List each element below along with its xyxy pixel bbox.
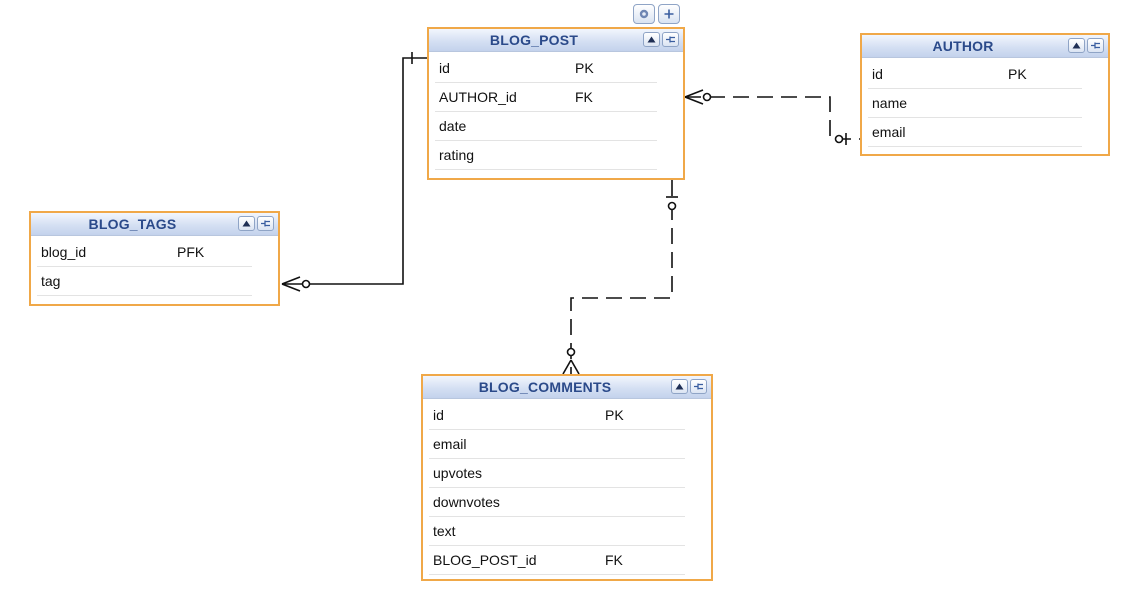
field-name: rating (439, 147, 475, 163)
field-key: PFK (177, 244, 205, 260)
field-name: blog_id (41, 244, 87, 260)
field-name: id (872, 66, 883, 82)
triangle-up-icon[interactable] (238, 216, 255, 231)
field-name: AUTHOR_id (439, 89, 517, 105)
gear-icon[interactable] (633, 4, 655, 24)
field-list: blog_id PFK tag (37, 238, 252, 296)
plus-icon[interactable] (658, 4, 680, 24)
entity-header[interactable]: BLOG_POST (429, 29, 683, 52)
entity-toolbar (633, 4, 680, 24)
field-name: name (872, 95, 908, 111)
field-row[interactable]: downvotes (429, 488, 685, 517)
field-name: id (433, 407, 444, 423)
entity-header[interactable]: BLOG_COMMENTS (423, 376, 711, 399)
field-row[interactable]: id PK (435, 54, 657, 83)
field-name: email (872, 124, 906, 140)
field-row[interactable]: rating (435, 141, 657, 170)
field-row[interactable]: AUTHOR_id FK (435, 83, 657, 112)
relationship-post-author (684, 89, 860, 145)
triangle-up-icon[interactable] (643, 32, 660, 47)
field-row[interactable]: name (868, 89, 1082, 118)
pin-icon[interactable] (690, 379, 707, 394)
field-key: PK (605, 407, 624, 423)
field-name: upvotes (433, 465, 483, 481)
entity-author[interactable]: AUTHOR id PK name email (860, 33, 1110, 156)
relationship-post-tags (281, 52, 428, 292)
triangle-up-icon[interactable] (1068, 38, 1085, 53)
field-key: FK (575, 89, 593, 105)
field-key: FK (605, 552, 623, 568)
field-name: tag (41, 273, 61, 289)
field-row[interactable]: date (435, 112, 657, 141)
field-list: id PK email upvotes downvotes text BLOG_… (429, 401, 685, 575)
field-name: date (439, 118, 467, 134)
field-row[interactable]: id PK (868, 60, 1082, 89)
field-row[interactable]: tag (37, 267, 252, 296)
entity-title: BLOG_COMMENTS (478, 379, 612, 395)
field-row[interactable]: id PK (429, 401, 685, 430)
field-row[interactable]: blog_id PFK (37, 238, 252, 267)
relationship-post-comments (562, 180, 678, 375)
entity-header[interactable]: BLOG_TAGS (31, 213, 278, 236)
field-name: id (439, 60, 450, 76)
field-key: PK (1008, 66, 1027, 82)
field-name: email (433, 436, 467, 452)
field-list: id PK AUTHOR_id FK date rating (435, 54, 657, 170)
pin-icon[interactable] (257, 216, 274, 231)
field-list: id PK name email (868, 60, 1082, 147)
field-row[interactable]: BLOG_POST_id FK (429, 546, 685, 575)
field-name: downvotes (433, 494, 500, 510)
field-row[interactable]: email (429, 430, 685, 459)
pin-icon[interactable] (662, 32, 679, 47)
entity-header[interactable]: AUTHOR (862, 35, 1108, 58)
field-row[interactable]: upvotes (429, 459, 685, 488)
entity-blog-post[interactable]: BLOG_POST id PK AUTHOR_id FK date rati (427, 27, 685, 180)
triangle-up-icon[interactable] (671, 379, 688, 394)
field-name: BLOG_POST_id (433, 552, 537, 568)
field-name: text (433, 523, 456, 539)
field-row[interactable]: email (868, 118, 1082, 147)
pin-icon[interactable] (1087, 38, 1104, 53)
field-key: PK (575, 60, 594, 76)
entity-title: BLOG_POST (489, 32, 579, 48)
entity-title: AUTHOR (932, 38, 994, 54)
field-row[interactable]: text (429, 517, 685, 546)
entity-blog-comments[interactable]: BLOG_COMMENTS id PK email upvotes dow (421, 374, 713, 581)
entity-blog-tags[interactable]: BLOG_TAGS blog_id PFK tag (29, 211, 280, 306)
entity-title: BLOG_TAGS (88, 216, 177, 232)
